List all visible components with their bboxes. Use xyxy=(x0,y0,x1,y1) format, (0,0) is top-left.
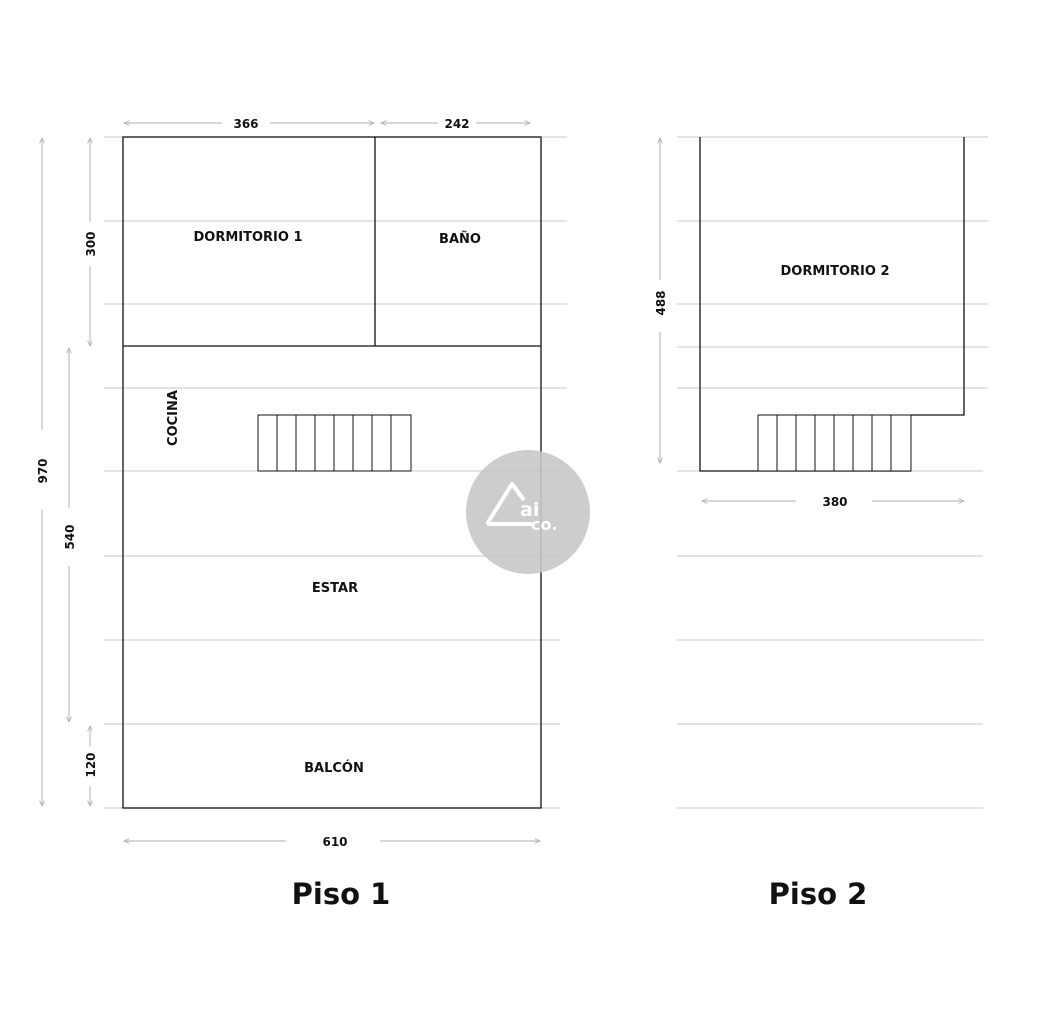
room-label-dormitorio-1: DORMITORIO 1 xyxy=(193,230,302,245)
dimension-label-970: 970 xyxy=(36,458,50,483)
room-label-bano: BAÑO xyxy=(439,231,481,247)
floor-1-stairs xyxy=(257,414,412,472)
watermark-logo: ai co. xyxy=(466,450,590,574)
svg-text:co.: co. xyxy=(531,515,558,534)
dimension-label-300: 300 xyxy=(84,231,98,256)
dimension-label-120: 120 xyxy=(84,752,98,777)
dimension-label-540: 540 xyxy=(63,524,77,549)
room-label-dormitorio-2: DORMITORIO 2 xyxy=(780,264,889,279)
floor-1-title: Piso 1 xyxy=(291,877,391,911)
dimension-lines xyxy=(42,123,964,841)
floor-2-title: Piso 2 xyxy=(768,877,868,911)
floor-2-stairs xyxy=(757,414,912,472)
dimension-label-242: 242 xyxy=(444,117,469,131)
svg-text:ai: ai xyxy=(520,499,539,521)
room-label-cocina: COCINA xyxy=(166,390,181,446)
dimension-label-380: 380 xyxy=(822,495,847,509)
dimension-label-610: 610 xyxy=(322,835,347,849)
dimension-label-366: 366 xyxy=(233,117,258,131)
room-label-estar: ESTAR xyxy=(312,581,358,596)
room-label-balcon: BALCÓN xyxy=(304,760,364,776)
dimension-label-488: 488 xyxy=(654,290,668,315)
